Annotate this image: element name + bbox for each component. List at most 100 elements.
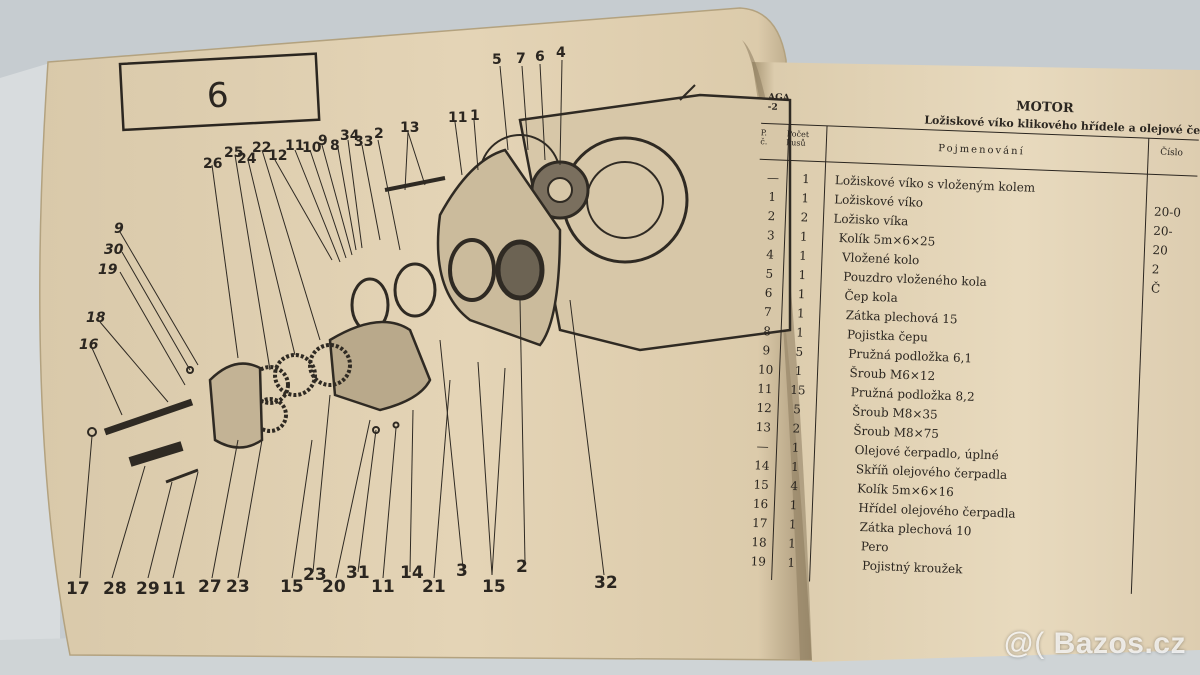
row-position: 15 <box>753 477 769 492</box>
section-title: MOTOR <box>1016 99 1074 116</box>
callout: 11 <box>285 138 304 154</box>
row-name: Zátka plechová 15 <box>846 308 958 326</box>
row-number: 20- <box>1153 224 1173 239</box>
row-name: Pružná podložka 6,1 <box>848 347 972 366</box>
callout: 12 <box>268 148 287 164</box>
row-position: 17 <box>752 516 768 531</box>
callout: 11 <box>162 579 186 599</box>
callout: 15 <box>482 577 506 597</box>
callout: 31 <box>346 563 370 583</box>
row-name: Šroub M8×35 <box>852 402 938 421</box>
row-position: 19 <box>750 554 766 569</box>
row-position: 5 <box>765 267 773 281</box>
parts-table: AGA-2 MOTOR Ložiskové víko klikového hří… <box>750 93 1200 594</box>
row-name: Kolík 5m×6×25 <box>838 231 935 249</box>
row-position: — <box>767 171 780 185</box>
row-name: Olejové čerpadlo, úplné <box>854 443 999 463</box>
row-position: 1 <box>768 190 776 204</box>
row-count: 1 <box>797 306 805 320</box>
callout: 6 <box>535 49 545 65</box>
callout: 26 <box>203 156 222 172</box>
row-position: 6 <box>765 286 773 300</box>
gutter-shadow <box>742 40 812 660</box>
row-position: 4 <box>766 247 775 261</box>
corner-code: AGA-2 <box>767 93 791 114</box>
callout: 24 <box>237 151 257 167</box>
row-number: 20 <box>1152 243 1168 258</box>
callout: 29 <box>136 579 160 599</box>
callout: 4 <box>556 45 566 61</box>
right-page <box>752 62 1200 662</box>
callout: 30 <box>104 242 124 258</box>
row-name: Šroub M8×75 <box>853 422 939 441</box>
column-number: Číslo <box>1160 146 1183 159</box>
exploded-view-drawing <box>79 59 792 579</box>
watermark-text: Bazos.cz <box>1053 627 1186 660</box>
row-count: 1 <box>796 325 804 339</box>
callout: 21 <box>422 577 446 597</box>
callout: 23 <box>303 565 327 585</box>
row-number: Č <box>1151 279 1161 295</box>
callout: 7 <box>516 51 526 67</box>
row-name: Zátka plechová 10 <box>859 520 971 538</box>
column-position: P.č. <box>760 128 768 146</box>
callout: 1 <box>470 108 480 124</box>
row-name: Kolík 5m×6×16 <box>857 481 954 499</box>
row-position: 8 <box>763 324 771 338</box>
row-count: 2 <box>800 210 808 224</box>
row-name: Čep kola <box>844 287 898 305</box>
callout: 19 <box>98 262 118 278</box>
row-position: 7 <box>764 305 772 319</box>
figure-number: 6 <box>206 75 230 116</box>
row-position: 18 <box>751 535 767 550</box>
row-position: 13 <box>756 420 772 435</box>
row-count: 5 <box>795 345 803 359</box>
row-position: 16 <box>753 497 769 512</box>
callout: 27 <box>198 577 222 597</box>
callout: 9 <box>114 221 124 237</box>
row-position: 10 <box>758 362 774 377</box>
callout: 18 <box>86 310 106 326</box>
row-count: 5 <box>793 402 801 416</box>
row-name: Ložisko víka <box>833 212 908 229</box>
row-count: 1 <box>801 191 809 205</box>
row-count: 1 <box>800 229 808 243</box>
callouts-left: 9 30 19 18 16 <box>79 221 124 353</box>
column-name: Pojmenování <box>938 143 1025 157</box>
row-name: Šroub M6×12 <box>849 364 935 383</box>
row-count: 4 <box>790 479 799 493</box>
row-name: Pouzdro vloženého kola <box>843 270 987 290</box>
row-count: 1 <box>802 172 810 186</box>
row-count: 1 <box>798 268 806 282</box>
callout: 14 <box>400 563 424 583</box>
row-count: 1 <box>789 498 797 512</box>
callout: 33 <box>354 134 373 150</box>
callout: 32 <box>594 573 618 593</box>
callout: 16 <box>79 337 99 353</box>
row-number: 20-0 <box>1154 205 1181 220</box>
row-name: Ložiskové víko <box>834 192 923 209</box>
row-name: Skříň olejového čerpadla <box>856 462 1008 482</box>
callouts-top: 5 7 6 4 13 11 1 11 10 9 8 34 33 2 25 22 … <box>203 45 566 172</box>
callout: 25 <box>224 145 243 161</box>
callout: 23 <box>226 577 250 597</box>
callout: 13 <box>400 120 419 136</box>
callout: 10 <box>302 140 322 156</box>
callouts-bottom: 17 28 29 11 27 23 15 23 20 31 11 14 21 3… <box>66 557 618 599</box>
row-position: 9 <box>762 343 770 357</box>
row-count: 1 <box>792 441 800 455</box>
callout: 15 <box>280 577 304 597</box>
row-count: 1 <box>795 364 803 378</box>
row-name: Vložené kolo <box>841 250 920 267</box>
row-count: 15 <box>790 383 806 398</box>
row-count: 1 <box>789 517 797 531</box>
callout: 11 <box>371 577 395 597</box>
row-name: Hřídel olejového čerpadla <box>858 501 1016 521</box>
row-count: 1 <box>788 536 796 550</box>
row-name: Pružná podložka 8,2 <box>851 385 975 404</box>
column-count: Početkusů <box>786 129 810 148</box>
row-position: 14 <box>754 458 770 473</box>
row-position: 2 <box>767 209 775 223</box>
